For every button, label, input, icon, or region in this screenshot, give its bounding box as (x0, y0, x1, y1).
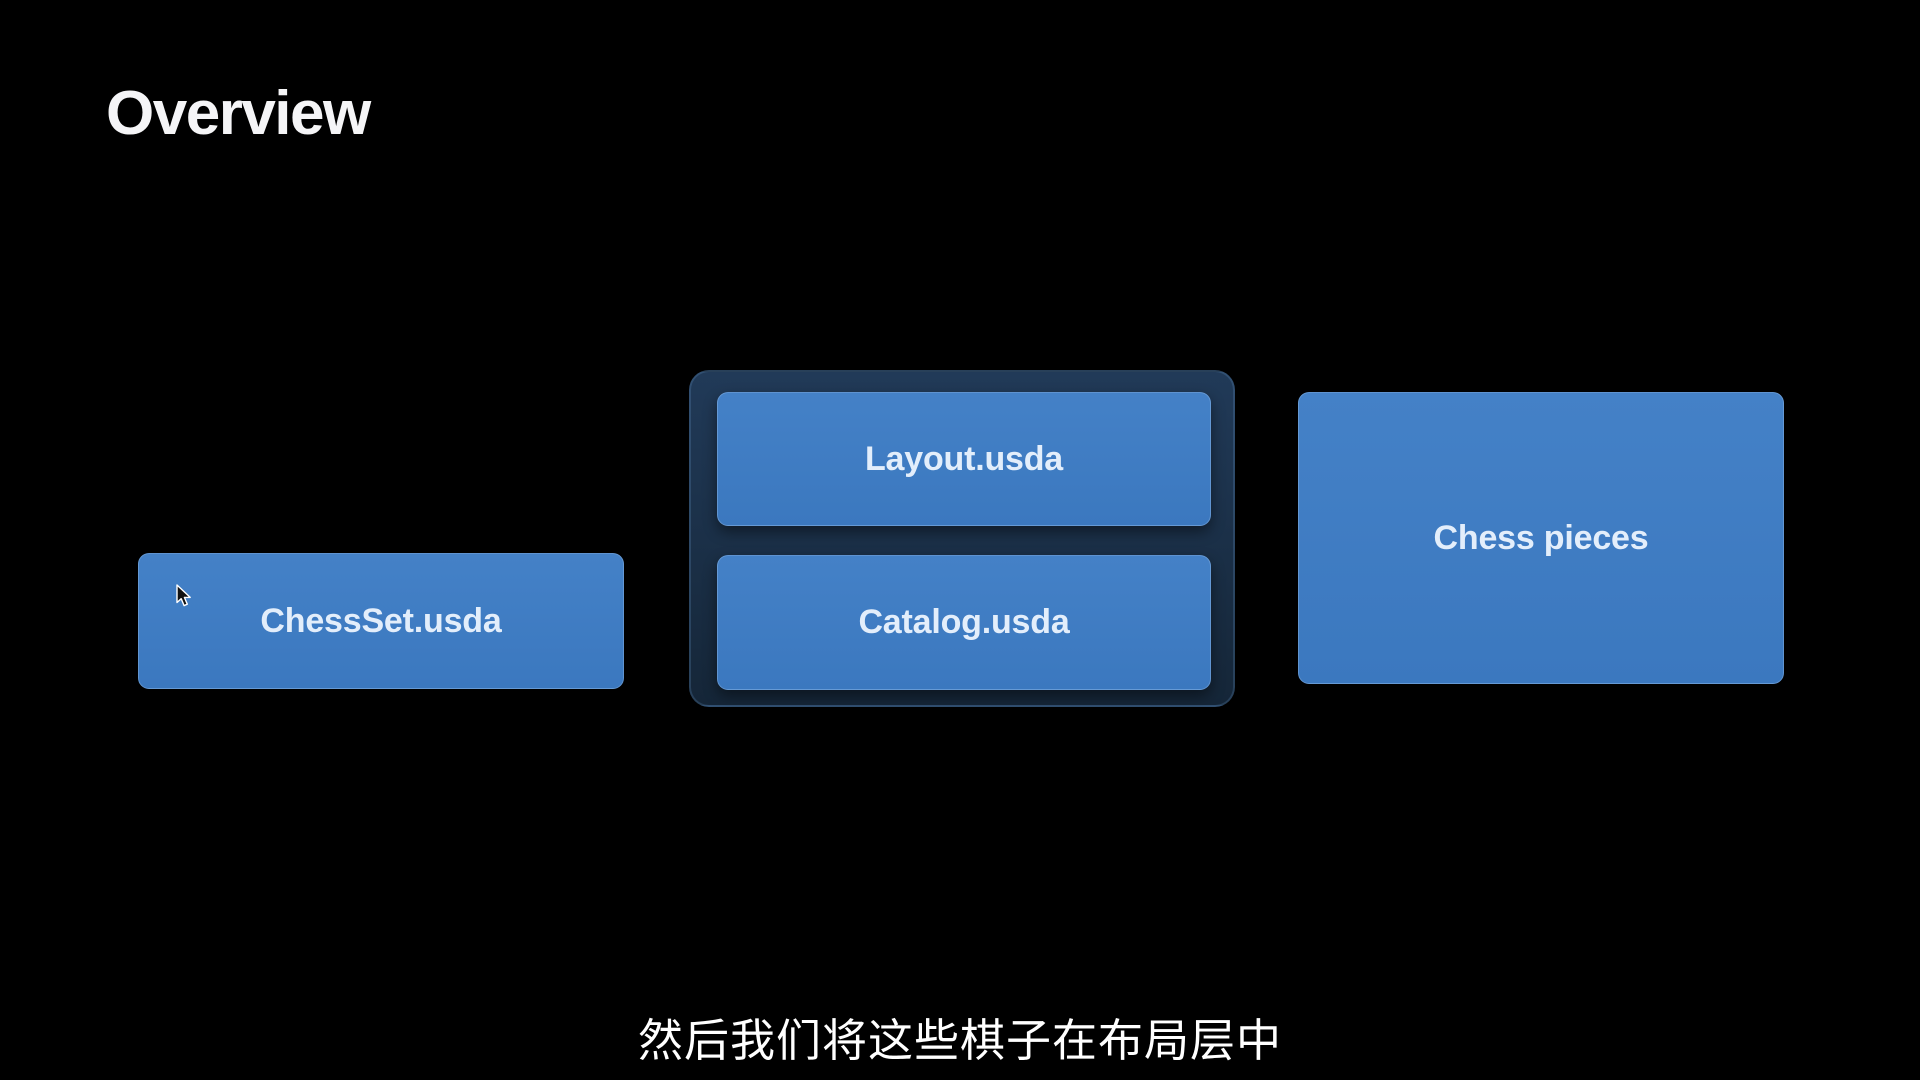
catalog-usda-label: Catalog.usda (858, 603, 1070, 641)
chess-pieces-box: Chess pieces (1298, 392, 1784, 684)
chessset-usda-label: ChessSet.usda (260, 601, 502, 640)
chessset-usda-box: ChessSet.usda (138, 553, 624, 689)
layout-usda-label: Layout.usda (864, 439, 1064, 478)
slide-title: Overview (106, 78, 371, 148)
subtitle-bar: 然后我们将这些棋子在布局层中 (0, 1004, 1920, 1069)
subtitle-text: 然后我们将这些棋子在布局层中 (637, 1015, 1282, 1066)
layout-usda-box: Layout.usda (717, 392, 1211, 526)
chess-pieces-label: Chess pieces (1433, 518, 1649, 557)
catalog-usda-box: Catalog.usda (717, 555, 1211, 690)
